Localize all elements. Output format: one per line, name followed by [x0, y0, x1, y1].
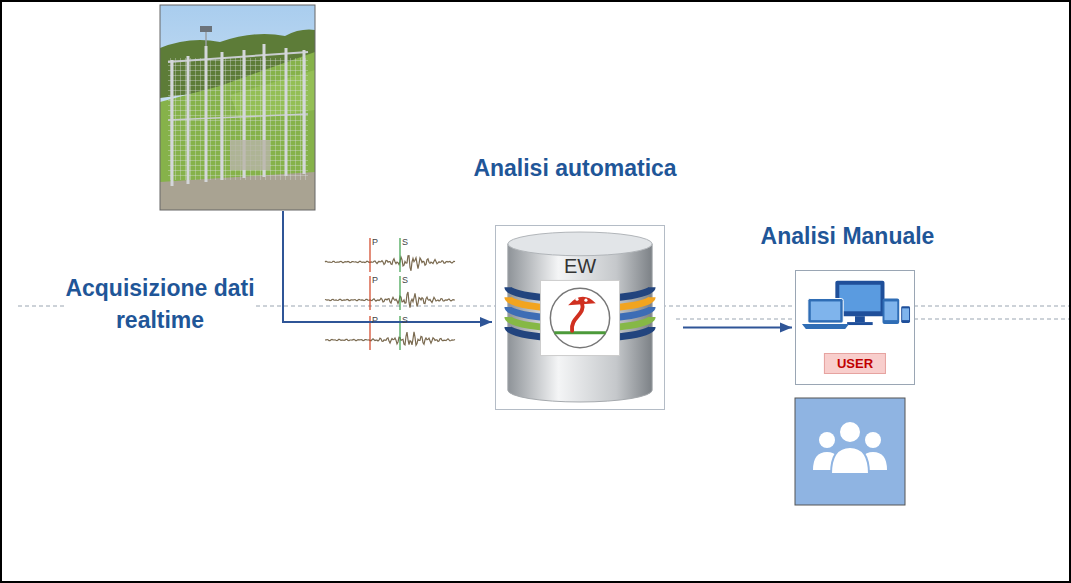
phase-pick: P	[372, 237, 378, 247]
devices-icon-part	[811, 301, 840, 320]
station-photo-part-part	[205, 46, 208, 182]
phase-pick: P	[372, 315, 378, 325]
s-pick-marker	[399, 238, 400, 272]
station-photo-part	[172, 44, 304, 186]
database-cylinder-art-part	[575, 298, 578, 301]
users-icon-box-part	[839, 421, 861, 443]
station-photo-part	[200, 26, 212, 32]
phase-pick: S	[402, 237, 408, 247]
phase-pick: S	[402, 275, 408, 285]
database-cylinder-art-part	[554, 331, 605, 334]
database-cylinder-art-part	[508, 244, 652, 402]
system-name: EW	[564, 255, 596, 278]
station-photo-part-part	[187, 56, 190, 184]
database-cylinder-art-part	[508, 232, 652, 256]
user-tag: USER	[824, 353, 886, 374]
station-photo-part	[230, 140, 270, 170]
devices-icon-part	[901, 306, 910, 323]
users-icon-box-part	[795, 398, 905, 505]
devices-icon-part	[808, 299, 843, 324]
phase-pick: S	[402, 315, 408, 325]
station-photo-part-part	[285, 48, 288, 176]
station-photo-part-part	[171, 60, 174, 186]
p-pick-marker	[369, 238, 370, 272]
station-photo-part	[160, 52, 315, 210]
user-workstation-box: USER	[795, 270, 915, 385]
devices-icon-part	[802, 324, 849, 329]
devices-icon-part	[902, 308, 909, 320]
devices-icon-part	[855, 316, 865, 322]
station-photo-part	[160, 5, 315, 210]
seismogram-trace	[325, 256, 455, 271]
database-cylinder-art-part	[568, 297, 596, 305]
stage-heading: Analisi automatica	[440, 153, 710, 183]
database-cylinder-art-part	[572, 303, 583, 331]
stage-heading: Acquisizione dati realtime	[65, 272, 255, 336]
devices-icon-part	[847, 322, 873, 325]
station-photo-part	[205, 30, 207, 46]
station-photo-part-part	[303, 50, 306, 174]
phase-pick: P	[372, 275, 378, 285]
stage-heading: Analisi Manuale	[740, 221, 955, 251]
database-cylinder: EW	[495, 225, 665, 410]
s-pick-marker	[399, 276, 400, 310]
flow-arrow	[683, 327, 792, 329]
photo-border	[160, 5, 315, 210]
data-feed-line	[283, 211, 492, 322]
devices-icon-part	[839, 285, 880, 312]
seismogram-trace	[325, 292, 455, 308]
station-photo-part-part	[221, 52, 224, 180]
users-icon-box-part	[819, 432, 835, 448]
database-cylinder-art-part	[550, 288, 609, 347]
p-pick-marker	[369, 276, 370, 310]
database-cylinder-art-part	[584, 299, 587, 302]
station-photo	[160, 5, 315, 210]
database-cylinder-art-part	[540, 280, 619, 355]
seismogram-traces	[325, 238, 455, 350]
devices-icon-part	[884, 301, 897, 320]
devices-icon-part	[883, 299, 900, 325]
users-icon-box-part	[831, 447, 869, 474]
users-icon-box	[795, 398, 905, 505]
users-icon-box-part	[865, 432, 881, 448]
database-cylinder-art	[496, 226, 664, 409]
seismogram-trace	[325, 332, 455, 345]
